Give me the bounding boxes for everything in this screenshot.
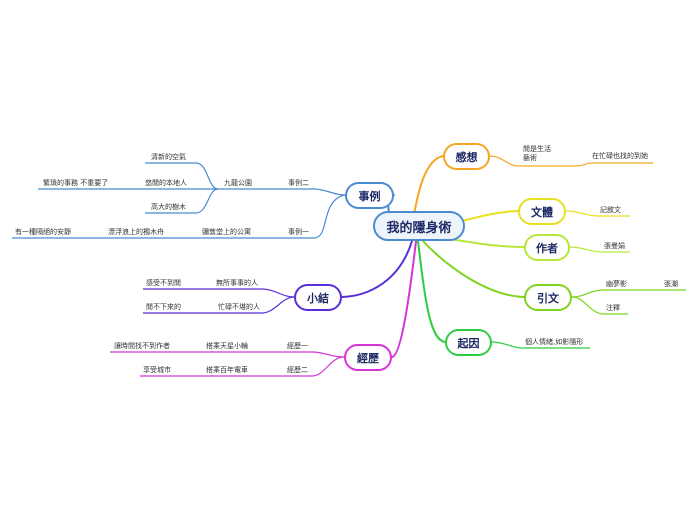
root-topic[interactable]: 我的隱身術 [373,211,465,241]
subtopic-xiang-shou-cheng-shi[interactable]: 享受城市 [143,366,171,374]
subtopic-shi-jian-zhao-bu-dao[interactable]: 讓時間找不到作者 [114,342,170,350]
edge-gan-xiang-child [489,155,575,167]
subtopic-ge-jue-an-jing[interactable]: 有一種隔絕的安靜 [15,228,71,236]
subtopic-ge-ren-qing-xu[interactable]: 個人情緒,如影隨形 [525,338,584,346]
subtopic-jing-li-yi[interactable]: 經歷一 [287,342,308,350]
subtopic-jiu-long-gong-yuan[interactable]: 九龍公園 [224,179,252,187]
subtopic-ji-xu-wen[interactable]: 記敘文 [600,206,621,214]
subtopic-zhang-man-juan[interactable]: 張曼娟 [604,242,625,250]
topic-yin-wen[interactable]: 引文 [524,284,572,311]
topic-qi-yin[interactable]: 起因 [445,329,492,356]
edge-root-yin-wen [421,239,525,298]
topic-xiao-jie[interactable]: 小結 [294,284,342,311]
edge-wen-ti-child [565,210,630,217]
subtopic-tian-xing-xiao-lun[interactable]: 搭乘天星小輪 [206,342,248,350]
edge-jing-li-child-2 [284,356,345,377]
edge-jiulong-c1 [145,162,219,190]
edge-yin-wen-child-2 [571,296,628,315]
edge-jing-li-child-1 [284,351,345,358]
subtopic-you-xian-ben-di-ren[interactable]: 悠閒的本地人 [145,179,187,187]
subtopic-qing-xin-kong-qi[interactable]: 清新的空氣 [151,153,186,161]
edge-yin-wen-child-1 [571,289,633,298]
topic-jing-li[interactable]: 經歷 [344,344,392,371]
subtopic-mang-lu-bu-kan[interactable]: 忙碌不堪的人 [218,303,260,311]
subtopic-shi-li-er[interactable]: 事例二 [288,179,309,187]
subtopic-gan-shou-bu-dao[interactable]: 感受不到閒 [146,279,181,287]
topic-gan-xiang[interactable]: 感想 [443,143,490,170]
subtopic-xian-shi-sheng-huo[interactable]: 閒是生活 藝術 [523,145,551,163]
edge-xiao-jie-child-2 [214,296,295,314]
edge-root-qi-yin [417,240,446,343]
edge-root-jing-li [391,240,417,358]
subtopic-mi-dun-gong-yu[interactable]: 彌敦堂上的公寓 [202,228,251,236]
subtopic-line-1: 閒是生活 [523,145,551,153]
subtopic-du-mu-zhou[interactable]: 漂浮浪上的獨木舟 [108,228,164,236]
edge-shi-li-child-1 [283,194,346,239]
subtopic-line-2: 藝術 [523,154,537,162]
edge-jiulong-c3 [145,188,219,214]
edge-gan-xiang-grandchild [574,162,653,167]
subtopic-zhu-shi[interactable]: 注釋 [606,304,620,312]
topic-wen-ti[interactable]: 文體 [518,198,566,225]
subtopic-fan-suo-shi-wu[interactable]: 繁瑣的事務 不重要了 [43,179,109,187]
subtopic-bai-nian-dian-che[interactable]: 搭乘百年電車 [206,366,248,374]
topic-shi-li[interactable]: 事例 [345,182,394,209]
edge-root-xiao-jie [341,240,413,298]
subtopic-zhang-chao[interactable]: 張潮 [664,280,678,288]
edge-qi-yin-child [491,341,590,349]
topic-zuo-zhe[interactable]: 作者 [524,234,570,261]
subtopic-shi-li-yi[interactable]: 事例一 [288,228,309,236]
subtopic-gao-da-shu-mu[interactable]: 高大的樹木 [151,203,186,211]
edge-zuo-zhe-child [569,246,630,253]
edge-shi-li-child-2 [283,188,346,196]
subtopic-zai-mang-lu[interactable]: 在忙碌也找的到她 [592,152,648,160]
edge-xiao-jie-child-1 [212,288,295,298]
subtopic-jing-li-er[interactable]: 經歷二 [287,366,308,374]
subtopic-you-meng-ying[interactable]: 幽夢影 [606,280,627,288]
subtopic-wu-suo-shi-shi[interactable]: 無所事事的人 [216,279,258,287]
subtopic-xian-bu-xia-lai[interactable]: 閒不下來的 [146,303,181,311]
